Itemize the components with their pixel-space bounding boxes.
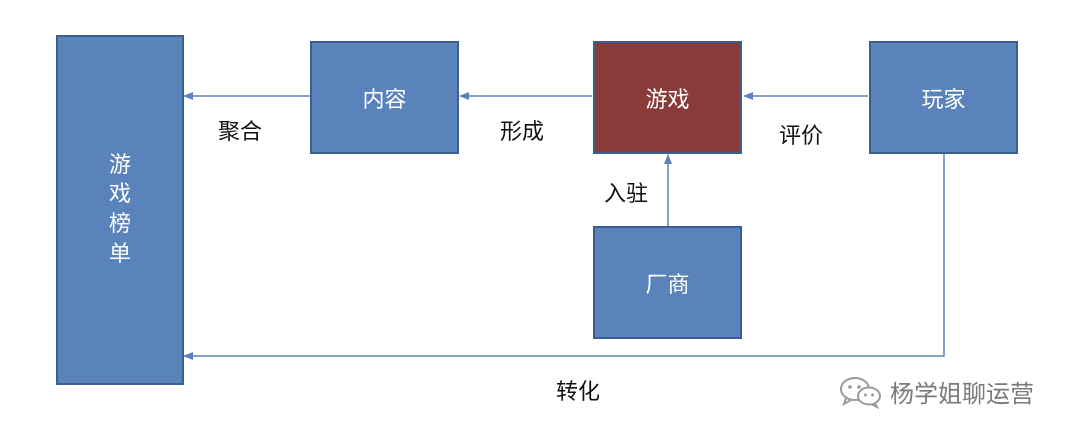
node-content-label: 内容 — [362, 87, 407, 113]
node-player: 玩家 — [869, 41, 1018, 154]
leaderboard-char-1: 游 — [108, 152, 131, 178]
edge-label-aggregate: 聚合 — [218, 120, 263, 145]
node-vendor-label: 厂商 — [645, 272, 690, 298]
node-game-leaderboard: 游 戏 榜 单 — [56, 35, 184, 385]
edge-label-form: 形成 — [500, 120, 545, 145]
node-game-label: 游戏 — [645, 87, 690, 113]
leaderboard-char-4: 单 — [108, 241, 131, 267]
edge-label-settle: 入驻 — [604, 182, 649, 207]
watermark: 杨学姐聊运营 — [838, 374, 1034, 409]
edge-label-convert: 转化 — [556, 380, 601, 405]
node-player-label: 玩家 — [921, 87, 966, 113]
leaderboard-char-3: 榜 — [108, 212, 131, 237]
leaderboard-char-2: 戏 — [108, 182, 131, 208]
node-vendor: 厂商 — [593, 226, 742, 339]
node-game: 游戏 — [593, 41, 742, 154]
edge-player-to-leaderboard — [183, 153, 945, 360]
node-content: 内容 — [310, 41, 459, 154]
watermark-text: 杨学姐聊运营 — [890, 380, 1034, 408]
edge-label-review: 评价 — [779, 124, 824, 149]
wechat-icon — [840, 376, 881, 409]
